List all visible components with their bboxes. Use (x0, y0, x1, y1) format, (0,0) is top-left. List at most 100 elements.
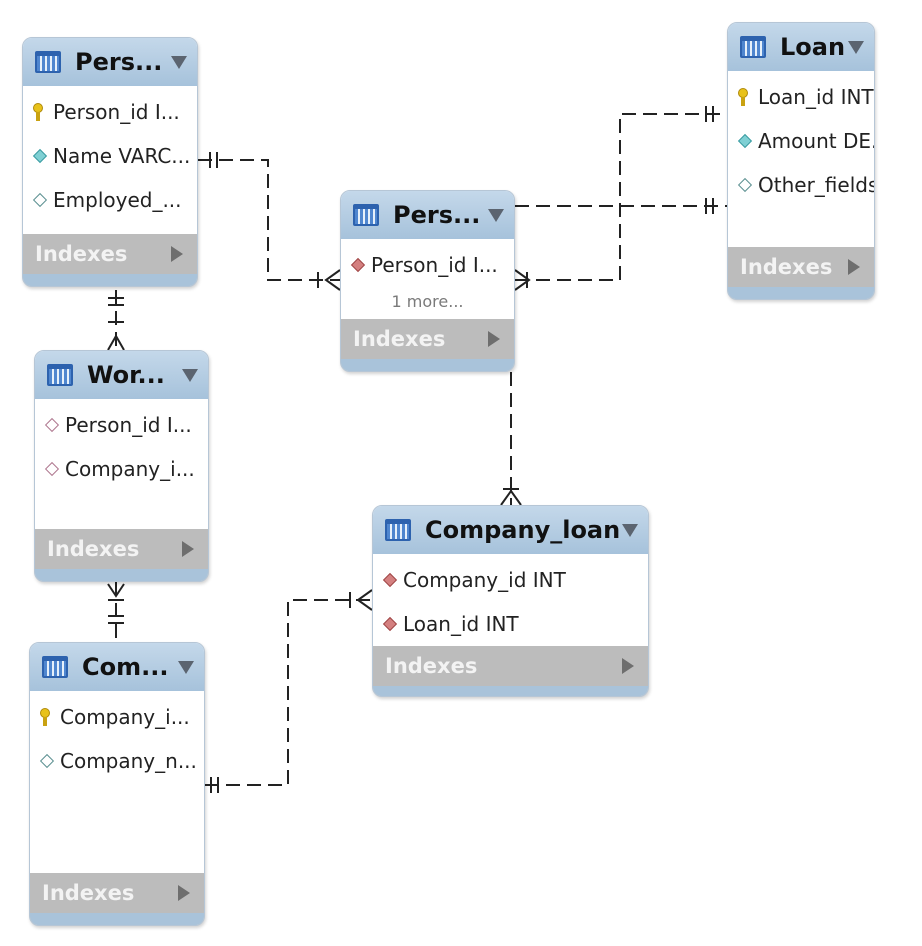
column-label: Company_i... (65, 457, 195, 481)
collapse-arrow-icon[interactable] (488, 208, 504, 222)
table-header[interactable]: Com... (30, 643, 204, 691)
many-marker (107, 321, 125, 351)
table-title: Pers... (393, 201, 481, 229)
indexes-label: Indexes (47, 537, 140, 561)
collapse-arrow-icon[interactable] (182, 368, 198, 382)
works-table[interactable]: Wor... Person_id I... Company_i... Index… (34, 350, 209, 582)
nullable-column-icon (738, 178, 752, 192)
indexes-label: Indexes (42, 881, 135, 905)
indexes-section[interactable]: Indexes (30, 873, 204, 925)
column-row[interactable]: Amount DE... (728, 119, 874, 163)
column-row[interactable]: Person_id I... (341, 243, 514, 287)
collapse-arrow-icon[interactable] (622, 523, 638, 537)
table-icon (47, 364, 73, 386)
relationship-line-person-to-person-detail (198, 159, 340, 281)
indexes-label: Indexes (353, 327, 446, 351)
person-table[interactable]: Pers... Person_id I... Name VARC... Empl… (22, 37, 198, 287)
one-marker (705, 198, 714, 214)
not-null-column-icon (738, 134, 752, 148)
column-label: Name VARC... (53, 144, 191, 168)
foreign-key-icon (383, 617, 397, 631)
column-row[interactable]: Person_id I... (23, 90, 197, 134)
company-loan-table[interactable]: Company_loan Company_id INT Loan_id INT … (372, 505, 649, 697)
column-row[interactable]: Name VARC... (23, 134, 197, 178)
column-label: Employed_... (53, 188, 182, 212)
column-label: Amount DE... (758, 129, 874, 153)
column-row[interactable]: Company_i... (35, 447, 208, 491)
primary-key-icon (738, 88, 752, 106)
one-marker (210, 777, 219, 793)
table-title: Wor... (87, 361, 165, 389)
table-header[interactable]: Pers... (23, 38, 197, 86)
column-label: Company_id INT (403, 568, 566, 592)
indexes-section[interactable]: Indexes (35, 529, 208, 581)
column-row[interactable]: Loan_id INT (728, 75, 874, 119)
column-row[interactable]: Person_id I... (35, 403, 208, 447)
indexes-section[interactable]: Indexes (728, 247, 874, 299)
primary-key-icon (33, 103, 47, 121)
relationship-line-company-to-company-loan (205, 599, 372, 786)
column-label: Person_id I... (371, 253, 498, 277)
column-label: Company_i... (60, 705, 190, 729)
column-row[interactable]: Other_fields... (728, 163, 874, 207)
collapse-arrow-icon[interactable] (848, 40, 864, 54)
table-icon (42, 656, 68, 678)
one-marker (108, 615, 124, 624)
column-label: Loan_id INT (403, 612, 519, 636)
many-marker (514, 269, 531, 291)
indexes-label: Indexes (35, 242, 128, 266)
expand-arrow-icon[interactable] (178, 885, 190, 901)
indexes-section[interactable]: Indexes (23, 234, 197, 286)
table-header[interactable]: Company_loan (373, 506, 648, 554)
table-header[interactable]: Loan (728, 23, 874, 71)
foreign-key-icon (383, 573, 397, 587)
many-marker (500, 488, 522, 506)
foreign-key-icon (351, 258, 365, 272)
loan-table[interactable]: Loan Loan_id INT Amount DE... Other_fiel… (727, 22, 875, 300)
table-icon (740, 36, 766, 58)
collapse-arrow-icon[interactable] (171, 55, 187, 69)
table-title: Com... (82, 653, 169, 681)
column-row[interactable]: Company_i... (30, 695, 204, 739)
table-title: Company_loan (425, 516, 621, 544)
indexes-section[interactable]: Indexes (373, 646, 648, 696)
column-label: Loan_id INT (758, 85, 874, 109)
table-icon (385, 519, 411, 541)
more-columns-link[interactable]: 1 more... (391, 292, 464, 311)
expand-arrow-icon[interactable] (848, 259, 860, 275)
nullable-fk-icon (45, 418, 59, 432)
column-row[interactable]: Company_id INT (373, 558, 648, 602)
nullable-fk-icon (45, 462, 59, 476)
one-marker (705, 106, 714, 122)
column-label: Person_id I... (65, 413, 192, 437)
one-marker (209, 152, 218, 168)
column-row[interactable]: Employed_... (23, 178, 197, 222)
table-header[interactable]: Wor... (35, 351, 208, 399)
indexes-label: Indexes (740, 255, 833, 279)
person-detail-table[interactable]: Pers... Person_id I... 1 more... Indexes (340, 190, 515, 372)
indexes-section[interactable]: Indexes (341, 319, 514, 371)
one-marker (108, 297, 124, 306)
column-label: Company_n... (60, 749, 197, 773)
table-title: Loan (780, 33, 846, 61)
nullable-column-icon (33, 193, 47, 207)
table-header[interactable]: Pers... (341, 191, 514, 239)
expand-arrow-icon[interactable] (622, 658, 634, 674)
column-label: Person_id I... (53, 100, 180, 124)
column-label: Other_fields... (758, 173, 874, 197)
company-table[interactable]: Com... Company_i... Company_n... Indexes (29, 642, 205, 926)
expand-arrow-icon[interactable] (171, 246, 183, 262)
nullable-column-icon (40, 754, 54, 768)
many-marker (107, 583, 125, 601)
table-icon (35, 51, 61, 73)
collapse-arrow-icon[interactable] (178, 660, 194, 674)
many-marker (349, 589, 373, 611)
many-marker (317, 269, 341, 291)
column-row[interactable]: Company_n... (30, 739, 204, 783)
column-row[interactable]: Loan_id INT (373, 602, 648, 646)
table-title: Pers... (75, 48, 163, 76)
expand-arrow-icon[interactable] (488, 331, 500, 347)
expand-arrow-icon[interactable] (182, 541, 194, 557)
relationship-line-person-to-detail-loan (515, 113, 727, 281)
